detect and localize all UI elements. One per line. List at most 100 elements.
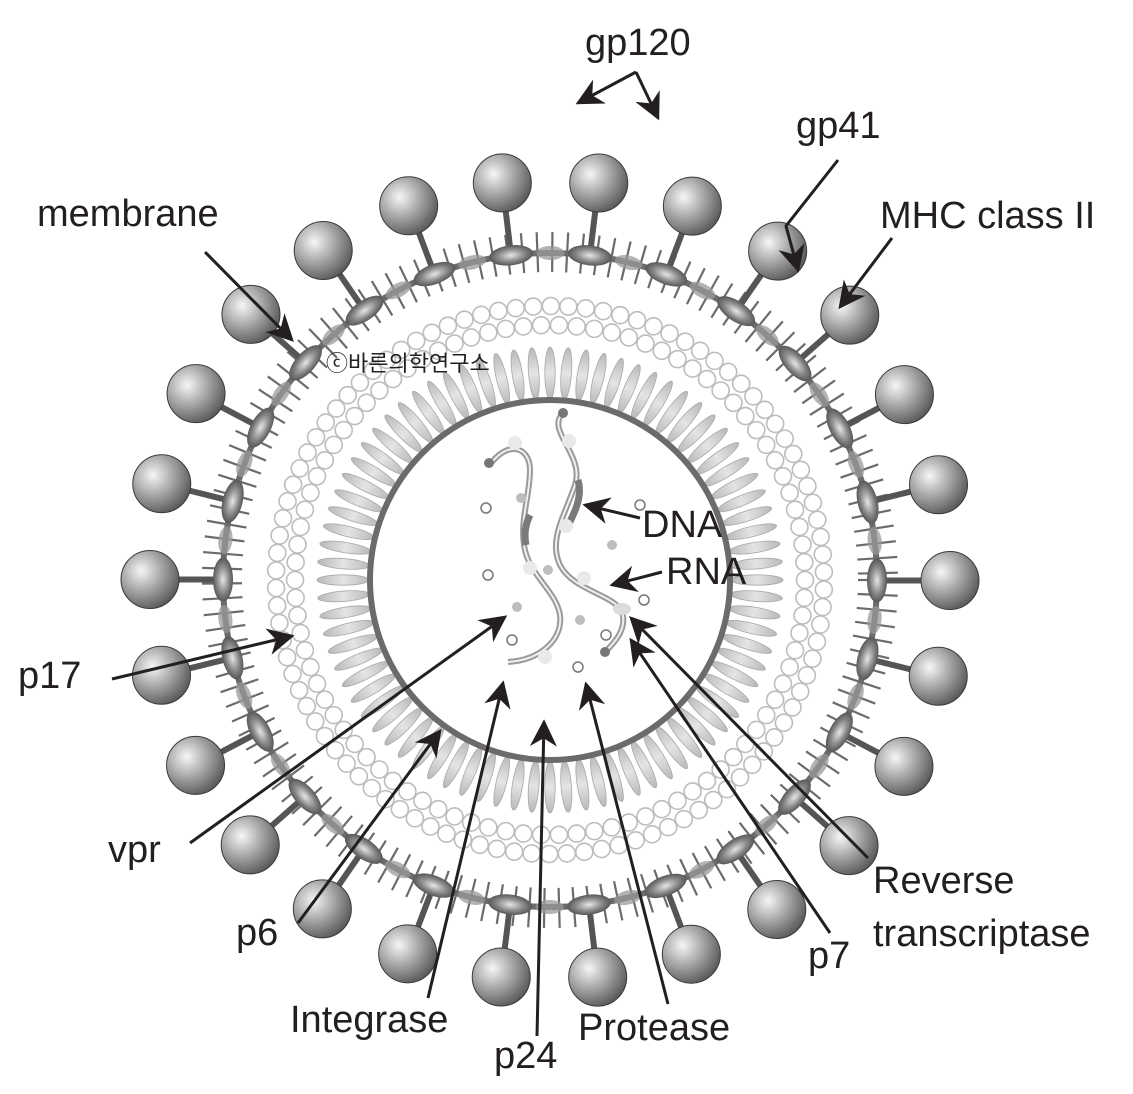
gp41-anchor: [567, 894, 611, 915]
matrix-protein-circle: [744, 387, 763, 406]
gp41-anchor: [866, 558, 887, 603]
matrix-protein-circle: [428, 341, 448, 361]
matrix-protein-circle: [362, 778, 382, 798]
nucleocapsid-p7-dot: [508, 436, 522, 450]
matrix-protein-circle: [765, 450, 785, 470]
matrix-protein-circle: [813, 597, 832, 617]
envelope-spikes: [120, 153, 980, 1007]
matrix-protein-circle: [391, 340, 411, 360]
matrix-protein-circle: [765, 414, 785, 434]
matrix-protein-circle: [703, 790, 723, 810]
gp120-knob: [472, 153, 532, 213]
membrane-lipid-ticks: [202, 232, 898, 928]
matrix-protein-circle: [811, 527, 830, 547]
matrix-protein-circle: [576, 299, 596, 318]
gp120-knob: [661, 924, 721, 984]
protease-arrow: [578, 681, 670, 1005]
enzyme-particle: [638, 594, 650, 606]
matrix-protein-circle: [268, 543, 287, 563]
matrix-protein-circle: [406, 331, 426, 351]
rna-strand-1-highlight: [491, 448, 562, 663]
matrix-protein-circle: [370, 760, 389, 779]
matrix-protein-circle: [283, 664, 302, 684]
gp41-anchor: [344, 833, 383, 864]
matrix-protein-circle: [774, 713, 794, 733]
matrix-protein-circle: [277, 647, 297, 667]
enzyme-particle: [480, 502, 492, 514]
reverse-transcriptase-molecule: [613, 603, 631, 615]
mhc-class-ii-insert: [688, 860, 715, 879]
gp120-knob: [920, 551, 980, 611]
matrix-protein-circle: [567, 824, 586, 843]
matrix-protein-circle: [803, 649, 822, 669]
matrix-protein-circle: [683, 782, 702, 801]
matrix-protein-circle: [345, 734, 364, 754]
matrix-protein-circle: [541, 296, 561, 316]
p7-arrow: [629, 637, 832, 934]
mhc-class-ii-insert: [809, 382, 830, 407]
gp41-anchor: [246, 711, 274, 752]
nucleocapsid-p7-dot: [562, 434, 576, 448]
gp120-knob: [120, 549, 180, 609]
matrix-protein-circle: [783, 444, 803, 464]
enzyme-particle: [482, 569, 494, 581]
gp120-knob: [132, 454, 192, 514]
matrix-protein-circle: [660, 324, 679, 343]
enzyme-particle: [607, 540, 617, 550]
strand-end-cap: [600, 647, 610, 657]
matrix-protein-circle: [756, 435, 776, 455]
matrix-protein-circle: [775, 429, 795, 448]
matrix-protein-circle: [270, 526, 289, 545]
mhc-class-ii-insert: [535, 899, 564, 914]
matrix-protein-circle: [273, 508, 293, 528]
matrix-protein-circle: [349, 766, 369, 786]
gp120-knob: [569, 153, 629, 213]
matrix-protein-circle: [291, 623, 310, 643]
gp120-knob: [293, 221, 353, 281]
label-rna: RNA: [666, 551, 747, 593]
matrix-protein-circle: [291, 517, 310, 537]
mhc-class-ii-insert: [755, 324, 779, 347]
matrix-protein-circle: [773, 674, 793, 694]
matrix-protein-circle: [795, 552, 814, 572]
mhc-class-ii-insert: [614, 890, 642, 906]
capsid-protein-petal: [317, 590, 370, 603]
capsid-core-contents: [480, 408, 650, 673]
dna-segment-2: [521, 513, 534, 546]
enzyme-particle: [543, 565, 553, 575]
matrix-protein-circle: [636, 334, 655, 353]
gp41-anchor: [289, 345, 322, 381]
label-arrows: [111, 70, 894, 1037]
mhc-class-ii-insert: [689, 281, 716, 300]
mhc-class-ii-insert: [847, 451, 865, 478]
watermark-text: ⓒ바른의학연구소: [326, 352, 490, 377]
mhc-class-ii-insert: [322, 324, 345, 346]
matrix-protein-circle: [470, 835, 490, 855]
gp41-anchor: [717, 296, 756, 327]
matrix-protein-circle: [315, 690, 335, 710]
matrix-protein-circle: [514, 824, 533, 843]
matrix-protein-circle: [736, 406, 755, 426]
label-dna: DNA: [642, 504, 723, 546]
label-p17: p17: [18, 655, 81, 697]
mhc-class-ii-insert: [321, 813, 345, 836]
matrix-protein-circle: [428, 799, 448, 819]
matrix-protein-circle: [377, 350, 397, 370]
matrix-protein-circle: [658, 817, 678, 837]
matrix-protein-circle: [301, 483, 320, 503]
matrix-protein-circle: [697, 369, 717, 389]
matrix-protein-circle: [668, 791, 687, 811]
p24-arrow: [529, 719, 557, 1037]
matrix-protein-circle: [307, 466, 327, 486]
gp120-knob: [819, 816, 879, 876]
matrix-protein-circle: [574, 842, 594, 862]
matrix-protein-circle: [286, 552, 305, 572]
capsid-protein-petal: [510, 349, 525, 402]
matrix-protein-circle: [642, 824, 662, 844]
matrix-protein-circle: [814, 580, 834, 599]
gp120-knob: [220, 815, 280, 875]
matrix-protein-circle: [592, 839, 611, 859]
matrix-protein-circle: [422, 323, 442, 343]
matrix-protein-circle: [307, 674, 327, 694]
